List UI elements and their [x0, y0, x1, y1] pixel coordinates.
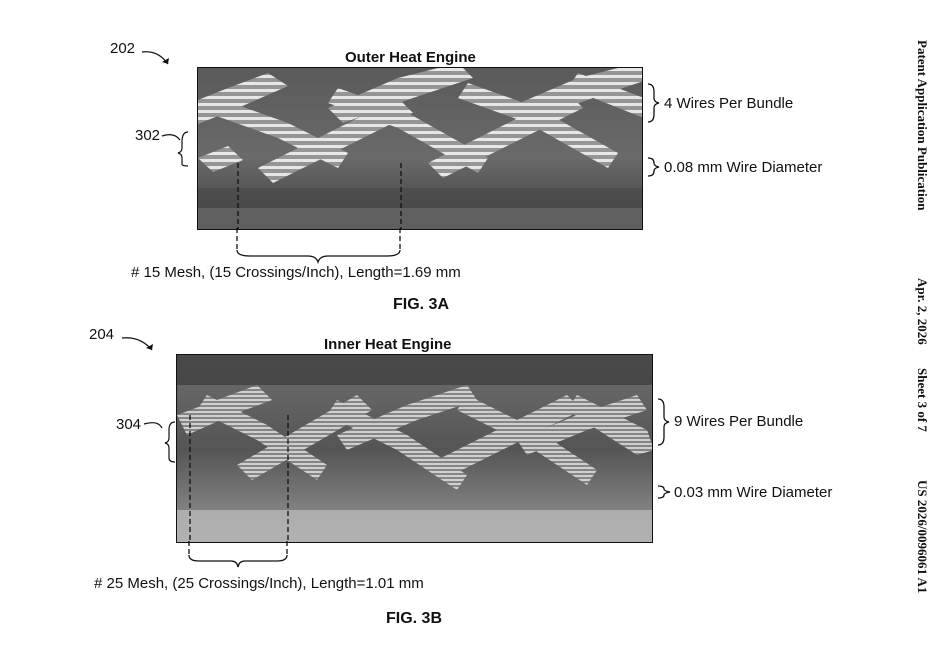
mesh-length-brace	[236, 228, 401, 264]
outer-heat-engine-photo	[197, 67, 643, 230]
publication-date: Apr. 2, 2026	[915, 278, 930, 345]
wire-diameter-brace	[647, 157, 660, 177]
ref-304-leader	[143, 421, 176, 463]
ref-302-leader	[161, 131, 189, 167]
patent-number: US 2026/0096061 A1	[915, 480, 930, 594]
mesh-spec-label: # 15 Mesh, (15 Crossings/Inch), Length=1…	[131, 264, 461, 281]
sheet-number: Sheet 3 of 7	[915, 368, 930, 432]
wires-per-bundle-label: 4 Wires Per Bundle	[664, 95, 794, 112]
wire-diameter-brace	[657, 485, 671, 499]
figure-caption: FIG. 3B	[386, 610, 443, 627]
ref-304: 304	[116, 416, 142, 433]
wire-diameter-label: 0.08 mm Wire Diameter	[664, 159, 823, 176]
mesh-length-brace	[188, 541, 288, 568]
figure-title: Outer Heat Engine	[345, 49, 476, 66]
wires-per-bundle-label: 9 Wires Per Bundle	[674, 413, 804, 430]
figure-title: Inner Heat Engine	[324, 336, 452, 353]
inner-heat-engine-photo	[176, 354, 653, 543]
ref-204-arrow	[121, 337, 153, 351]
wire-diameter-label: 0.03 mm Wire Diameter	[674, 484, 833, 501]
mesh-spec-label: # 25 Mesh, (25 Crossings/Inch), Length=1…	[94, 575, 424, 592]
ref-202: 202	[110, 40, 136, 57]
publication-label: Patent Application Publication	[915, 40, 930, 211]
ref-302: 302	[135, 127, 161, 144]
ref-202-arrow	[141, 51, 169, 65]
bundle-brace	[647, 83, 660, 123]
figure-caption: FIG. 3A	[393, 296, 450, 313]
bundle-brace	[657, 398, 670, 446]
ref-204: 204	[89, 326, 115, 343]
